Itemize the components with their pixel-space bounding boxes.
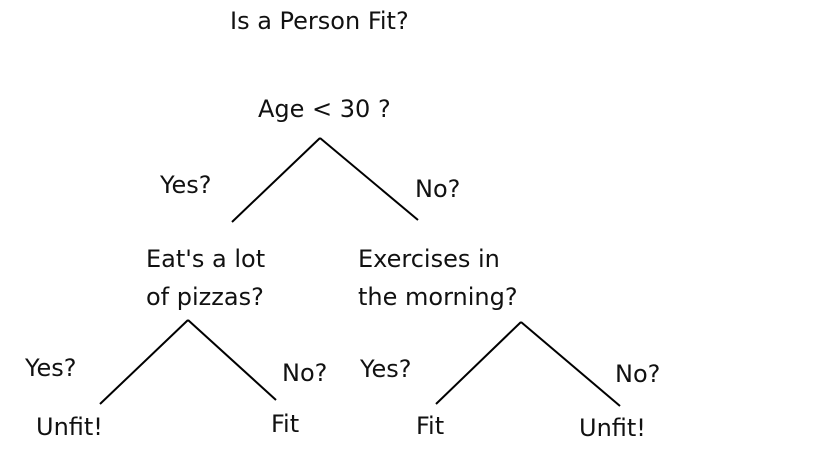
left-node-question: Eat's a lot of pizzas? bbox=[146, 240, 265, 316]
left-node-no-label: No? bbox=[282, 359, 328, 387]
left-node-yes-label: Yes? bbox=[25, 354, 77, 382]
left-node-line1: Eat's a lot bbox=[146, 245, 266, 273]
leaf-right-yes: Fit bbox=[416, 412, 445, 440]
left-node-line2: of pizzas? bbox=[146, 283, 264, 311]
right-node-yes-label: Yes? bbox=[360, 355, 412, 383]
leaf-left-yes: Unfit! bbox=[36, 413, 103, 441]
root-node-question: Age < 30 ? bbox=[258, 95, 391, 123]
edge-root-no bbox=[319, 137, 419, 221]
edge-left-no bbox=[187, 319, 277, 401]
leaf-left-no: Fit bbox=[271, 410, 300, 438]
edge-left-yes bbox=[99, 319, 189, 405]
root-yes-label: Yes? bbox=[160, 171, 212, 199]
right-node-line1: Exercises in bbox=[358, 245, 500, 273]
diagram-title: Is a Person Fit? bbox=[230, 7, 409, 35]
right-node-question: Exercises in the morning? bbox=[358, 240, 518, 316]
edge-right-yes bbox=[435, 321, 522, 405]
root-no-label: No? bbox=[415, 175, 461, 203]
edge-root-yes bbox=[231, 137, 321, 223]
leaf-right-no: Unfit! bbox=[579, 414, 646, 442]
edge-right-no bbox=[520, 321, 621, 407]
right-node-no-label: No? bbox=[615, 360, 661, 388]
right-node-line2: the morning? bbox=[358, 283, 518, 311]
